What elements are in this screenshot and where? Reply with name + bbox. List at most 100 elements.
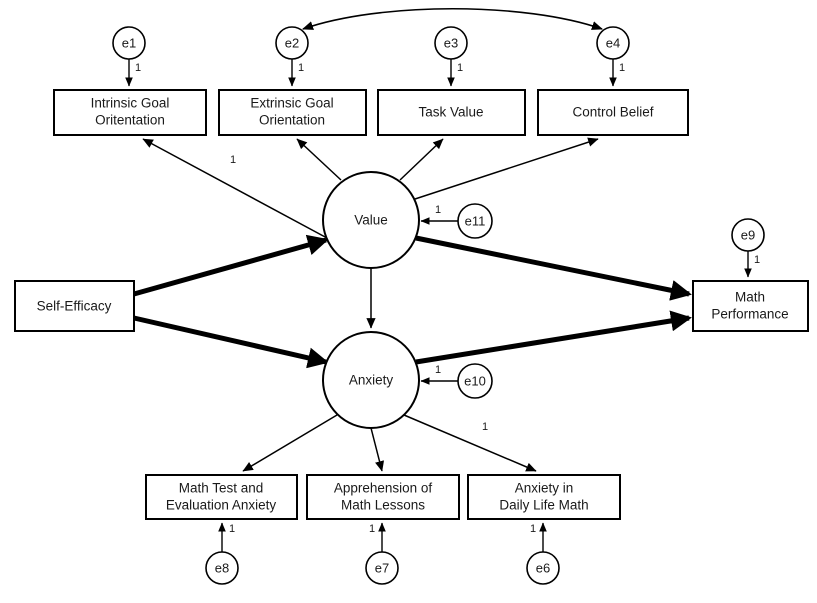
error-node-e10[interactable]: e10 1	[435, 363, 493, 399]
error-circle-e7[interactable]	[365, 551, 399, 585]
observed-node-mathtest[interactable]: Math Test and Evaluation Anxiety	[145, 474, 298, 520]
observed-box-apprehension[interactable]	[306, 474, 460, 520]
observed-box-selfefficacy[interactable]	[14, 280, 135, 332]
observed-node-dailylife[interactable]: Anxiety in Daily Life Math	[467, 474, 621, 520]
observed-box-dailylife[interactable]	[467, 474, 621, 520]
path-value-to-extrinsic	[296, 138, 342, 181]
observed-node-extrinsic[interactable]: Extrinsic Goal Orientation	[218, 89, 367, 136]
error-weight-e3: 1	[457, 62, 463, 74]
error-weight-e10: 1	[435, 364, 441, 376]
error-weight-e9: 1	[754, 254, 760, 266]
latent-node-anxiety[interactable]: Anxiety	[322, 331, 420, 429]
measurement-paths-value	[142, 137, 599, 239]
error-weight-e11: 1	[435, 204, 441, 216]
error-label-e2: e2	[285, 35, 299, 50]
observed-label-mathperf-line1: Math	[735, 290, 765, 305]
observed-node-mathperf[interactable]: Math Performance	[692, 280, 809, 332]
error-label-e1: e1	[122, 35, 136, 50]
observed-label-intrinsic-line2: Oritentation	[95, 113, 165, 128]
path-selfefficacy-to-value	[133, 234, 329, 297]
path-anxiety-to-mathperf	[415, 310, 692, 365]
observed-label-apprehension-line2: Math Lessons	[341, 498, 425, 513]
path-anxiety-to-dailylife	[403, 414, 537, 472]
error-label-e6: e6	[536, 560, 550, 575]
latent-circle-anxiety[interactable]	[322, 331, 420, 429]
observed-label-selfefficacy-line1: Self-Efficacy	[37, 299, 112, 314]
observed-label-extrinsic-line2: Orientation	[259, 113, 325, 128]
latent-circle-value[interactable]	[322, 171, 420, 269]
error-weight-e4: 1	[619, 62, 625, 74]
measurement-paths-anxiety	[242, 414, 537, 472]
error-weight-e6: 1	[530, 523, 536, 535]
error-node-e11[interactable]: e11 1	[435, 203, 493, 239]
error-node-e6[interactable]: e6 1	[526, 523, 560, 585]
error-circle-e9[interactable]	[731, 218, 765, 252]
observed-label-apprehension-line1: Apprehension of	[334, 481, 433, 496]
observed-label-mathtest-line1: Math Test and	[179, 481, 264, 496]
covariance-e2-e4	[301, 7, 604, 30]
observed-box-mathperf[interactable]	[692, 280, 809, 332]
observed-label-mathtest-line2: Evaluation Anxiety	[166, 498, 277, 513]
observed-box-controlbelief[interactable]	[537, 89, 689, 136]
error-circle-e8[interactable]	[205, 551, 239, 585]
error-label-e7: e7	[375, 560, 389, 575]
covariance-arrow-e2-e4	[301, 7, 604, 30]
error-node-e8[interactable]: e8 1	[205, 523, 239, 585]
error-weight-e2: 1	[298, 62, 304, 74]
latent-label-anxiety: Anxiety	[349, 373, 394, 388]
observed-label-intrinsic-line1: Intrinsic Goal	[91, 96, 170, 111]
path-value-to-mathperf	[415, 235, 692, 301]
error-circle-e2[interactable]	[275, 26, 309, 60]
error-label-e8: e8	[215, 560, 229, 575]
error-arrow-group-top	[125, 59, 617, 87]
path-anxiety-to-mathtest	[242, 414, 338, 472]
error-node-e7[interactable]: e7 1	[365, 523, 399, 585]
error-circle-e10[interactable]	[457, 363, 493, 399]
observed-node-apprehension[interactable]: Apprehension of Math Lessons	[306, 474, 460, 520]
error-node-e3[interactable]: e3 1	[434, 26, 468, 74]
observed-box-taskvalue[interactable]	[377, 89, 526, 136]
error-weight-e1: 1	[135, 62, 141, 74]
observed-node-taskvalue[interactable]: Task Value	[377, 89, 526, 136]
path-value-to-controlbelief	[414, 137, 599, 200]
observed-node-controlbelief[interactable]: Control Belief	[537, 89, 689, 136]
error-circle-e6[interactable]	[526, 551, 560, 585]
path-value-to-taskvalue	[399, 138, 444, 181]
error-weight-e8: 1	[229, 523, 235, 535]
observed-node-intrinsic[interactable]: Intrinsic Goal Oritentation	[53, 89, 207, 136]
observed-box-extrinsic[interactable]	[218, 89, 367, 136]
latent-label-value: Value	[354, 213, 388, 228]
observed-box-intrinsic[interactable]	[53, 89, 207, 136]
error-label-e3: e3	[444, 35, 458, 50]
observed-label-dailylife-line1: Anxiety in	[515, 481, 574, 496]
error-node-e4[interactable]: e4 1	[596, 26, 630, 74]
error-circle-e3[interactable]	[434, 26, 468, 60]
path-value-to-intrinsic	[142, 138, 328, 239]
latent-node-value[interactable]: Value	[322, 171, 420, 269]
error-circle-e11[interactable]	[457, 203, 493, 239]
error-node-e2[interactable]: e2 1	[275, 26, 309, 74]
observed-node-selfefficacy[interactable]: Self-Efficacy	[14, 280, 135, 332]
error-circle-e4[interactable]	[596, 26, 630, 60]
error-node-e1[interactable]: e1 1	[112, 26, 146, 74]
observed-label-extrinsic-line1: Extrinsic Goal	[250, 96, 333, 111]
path-weight-value-intrinsic: 1	[230, 154, 236, 166]
error-label-e10: e10	[464, 373, 486, 388]
error-weight-e7: 1	[369, 523, 375, 535]
observed-label-controlbelief-line1: Control Belief	[572, 105, 653, 120]
path-selfefficacy-to-anxiety	[133, 315, 329, 369]
error-arrow-group-bottom	[218, 522, 547, 552]
error-node-e9[interactable]: e9 1	[731, 218, 765, 266]
observed-label-taskvalue-line1: Task Value	[418, 105, 483, 120]
observed-label-mathperf-line2: Performance	[711, 307, 788, 322]
error-circle-e1[interactable]	[112, 26, 146, 60]
observed-label-dailylife-line2: Daily Life Math	[499, 498, 588, 513]
observed-box-mathtest[interactable]	[145, 474, 298, 520]
path-weight-anxiety-dailylife: 1	[482, 421, 488, 433]
error-label-e4: e4	[606, 35, 620, 50]
error-label-e9: e9	[741, 227, 755, 242]
structural-paths-thick	[133, 234, 692, 369]
path-anxiety-to-apprehension	[370, 427, 385, 472]
